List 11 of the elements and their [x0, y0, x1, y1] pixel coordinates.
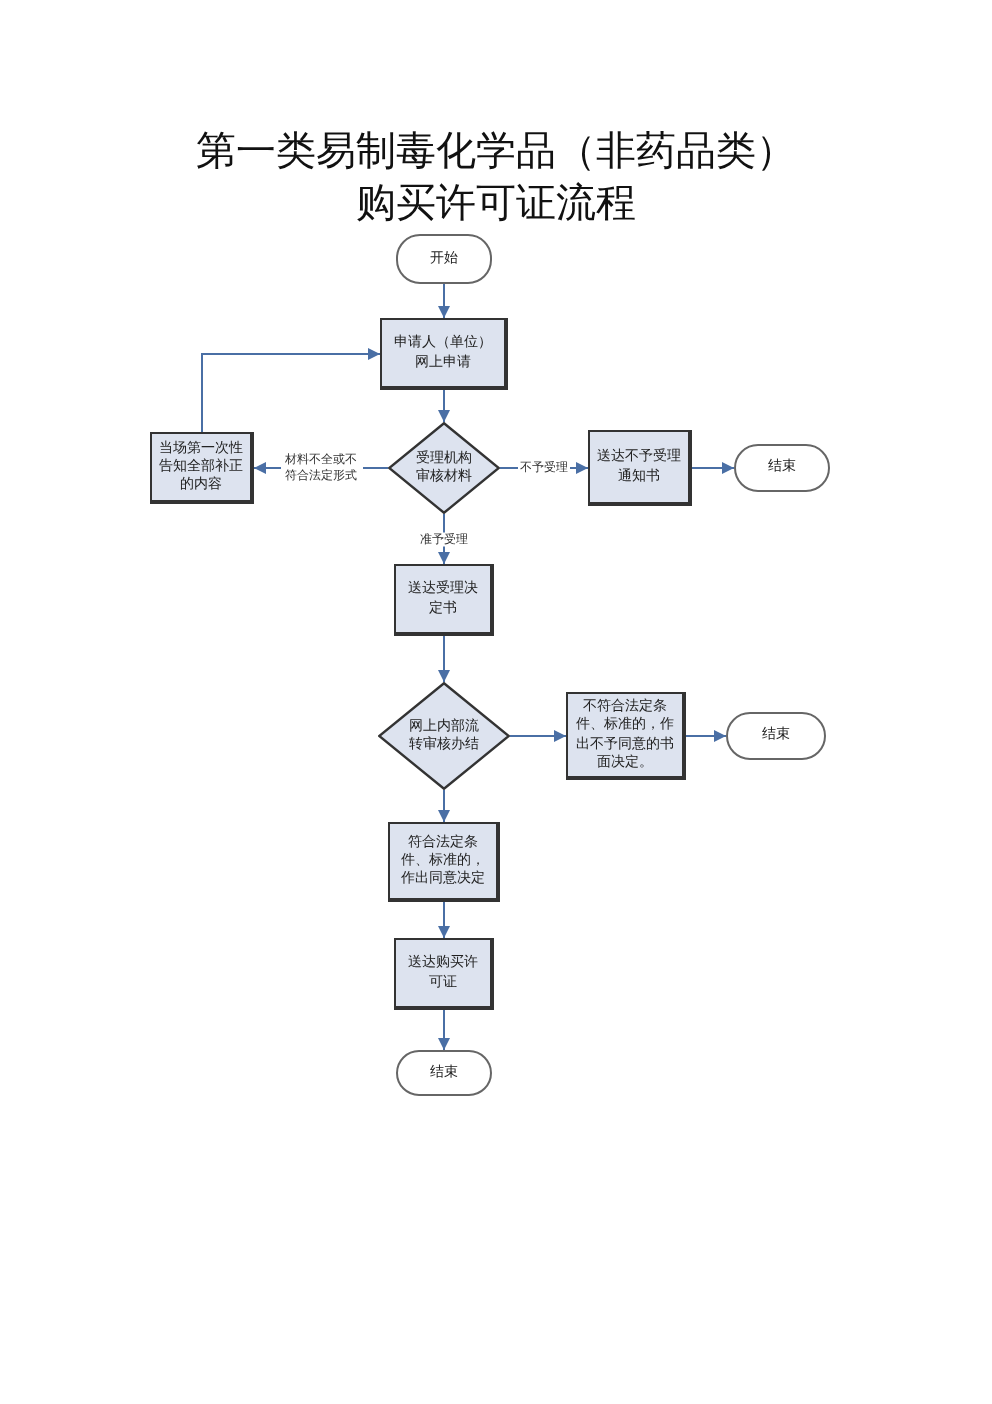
arrow [438, 283, 450, 319]
arrow [509, 730, 567, 742]
arrow [691, 462, 735, 474]
arrow [201, 348, 381, 433]
arrow [438, 901, 450, 939]
arrow [438, 389, 450, 423]
arrow [438, 789, 450, 823]
title: 第一类易制毒化学品（非药品类）购买许可证流程 [194, 124, 798, 228]
arrow [685, 730, 727, 742]
arrow [438, 635, 450, 683]
arrow [438, 1009, 450, 1051]
